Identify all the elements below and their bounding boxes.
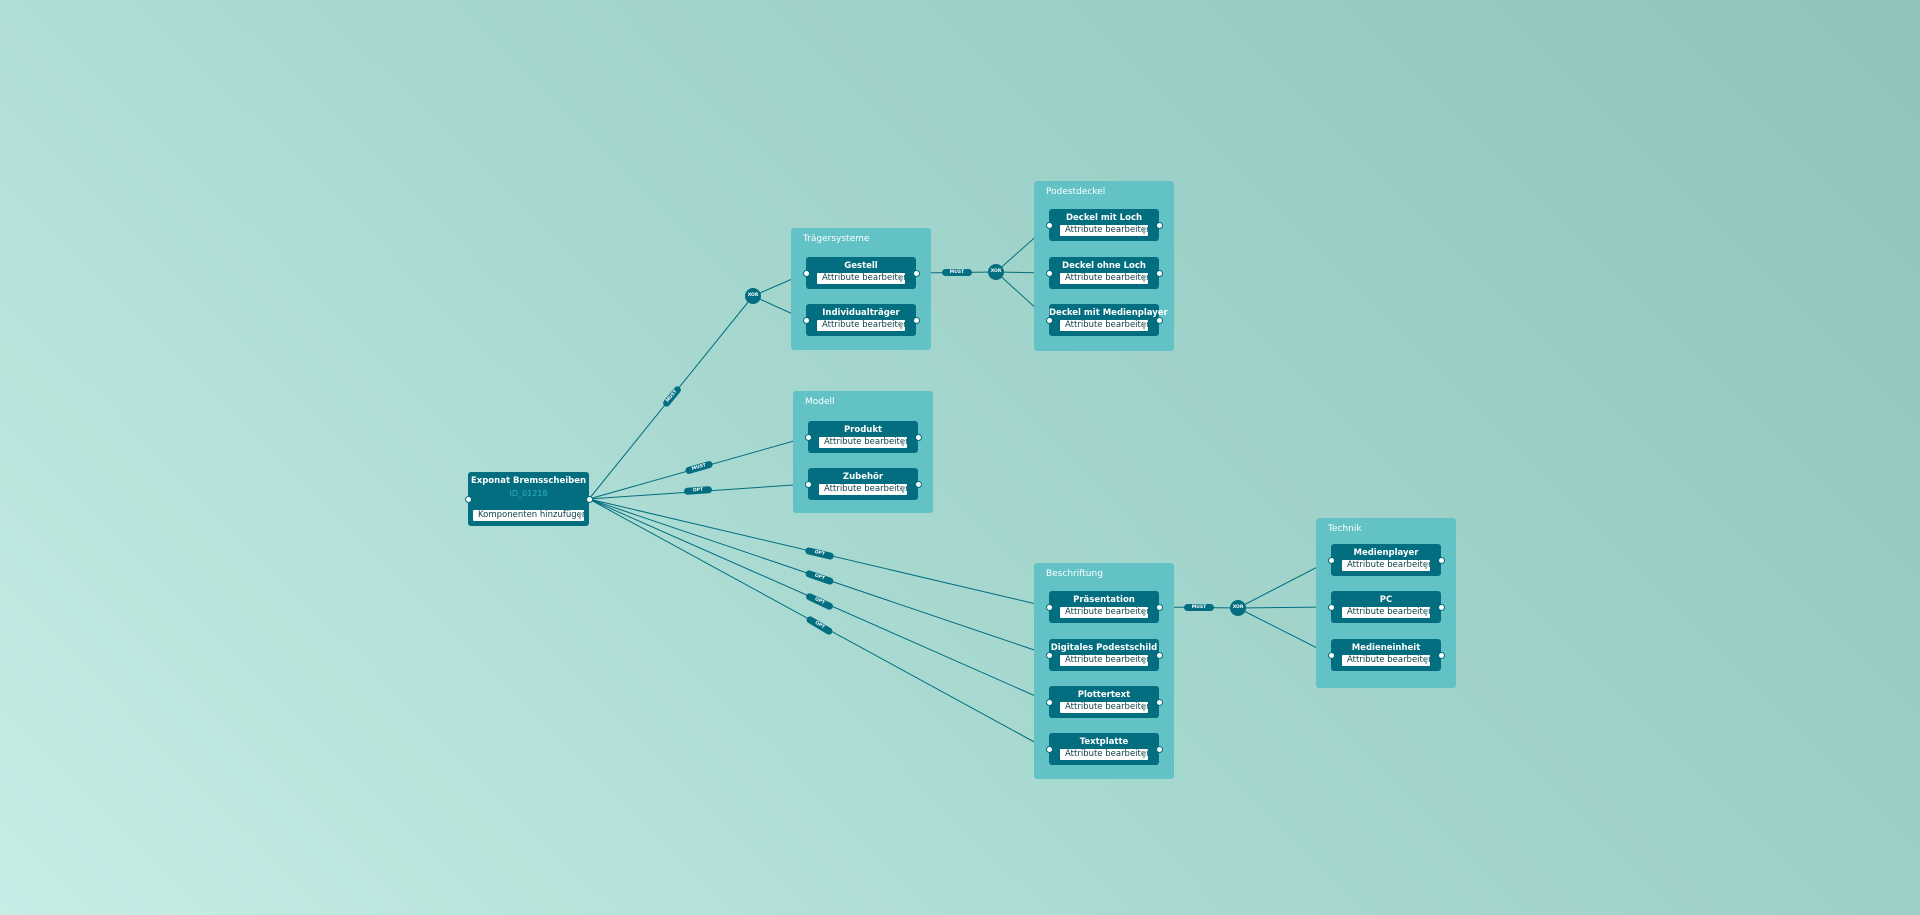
node-title: Produkt [843,425,883,435]
node-title: Gestell [844,261,878,271]
node-title: Medieneinheit [1351,643,1421,653]
port-left[interactable] [802,316,810,324]
port-right[interactable] [1155,745,1163,753]
port-left[interactable] [1327,651,1335,659]
node-zubehoer[interactable]: Zubehör Attribute bearbeiten [804,468,922,500]
node-digitales-podestschild[interactable]: Digitales Podestschild Attribute bearbei… [1045,639,1163,671]
edit-attributes-button[interactable]: Attribute bearbeiten [1342,655,1430,666]
port-right[interactable] [1155,221,1163,229]
node-title: Plottertext [1077,690,1131,700]
node-title: Medienplayer [1353,548,1419,558]
edit-attributes-button[interactable]: Attribute bearbeiten [817,320,905,331]
port-left[interactable] [1045,698,1053,706]
edit-attributes-button[interactable]: Attribute bearbeiten [1060,607,1148,618]
edit-attributes-button[interactable]: Attribute bearbeiten [1060,749,1148,760]
port-left[interactable] [1045,745,1053,753]
port-left[interactable] [464,495,472,503]
port-right[interactable] [1155,316,1163,324]
node-title: Zubehör [842,472,884,482]
root-node[interactable]: Exponat Bremsscheiben ID_01218 Komponent… [464,472,593,526]
node-pc[interactable]: PC Attribute bearbeiten [1327,591,1445,623]
port-left[interactable] [1045,651,1053,659]
node-title: PC [1379,595,1393,605]
edit-attributes-button[interactable]: Attribute bearbeiten [1342,560,1430,571]
edit-attributes-button[interactable]: Attribute bearbeiten [1060,655,1148,666]
node-textplatte[interactable]: Textplatte Attribute bearbeiten [1045,733,1163,765]
node-deckel-ohne-loch[interactable]: Deckel ohne Loch Attribute bearbeiten [1045,257,1163,289]
port-right[interactable] [1437,651,1445,659]
node-individualtraeger[interactable]: Individualträger Attribute bearbeiten [802,304,920,336]
port-right[interactable] [914,480,922,488]
node-medieneinheit[interactable]: Medieneinheit Attribute bearbeiten [1327,639,1445,671]
edit-attributes-button[interactable]: Attribute bearbeiten [819,484,907,495]
node-title: Präsentation [1073,595,1135,605]
edit-attributes-button[interactable]: Attribute bearbeiten [1060,320,1148,331]
edit-attributes-button[interactable]: Attribute bearbeiten [817,273,905,284]
port-right[interactable] [1155,698,1163,706]
group-title: Technik [1328,524,1362,534]
port-right[interactable] [914,433,922,441]
port-right[interactable] [1155,651,1163,659]
node-plottertext[interactable]: Plottertext Attribute bearbeiten [1045,686,1163,718]
node-title: Individualträger [822,308,900,318]
node-praesentation[interactable]: Präsentation Attribute bearbeiten [1045,591,1163,623]
edit-attributes-button[interactable]: Attribute bearbeiten [1060,225,1148,236]
node-deckel-mit-medienplayer[interactable]: Deckel mit Medienplayer Attribute bearbe… [1045,304,1168,336]
group-title: Beschriftung [1046,569,1103,579]
port-right[interactable] [585,495,593,503]
edge-label-must: MUST [1184,604,1214,611]
node-title: Deckel ohne Loch [1062,261,1146,271]
port-right[interactable] [1437,556,1445,564]
node-gestell[interactable]: Gestell Attribute bearbeiten [802,257,920,289]
port-left[interactable] [804,433,812,441]
port-left[interactable] [1327,556,1335,564]
port-right[interactable] [1437,603,1445,611]
edge-label-must: MUST [942,269,972,276]
edit-attributes-button[interactable]: Attribute bearbeiten [1060,273,1148,284]
node-title: Deckel mit Medienplayer [1049,308,1168,318]
edit-attributes-button[interactable]: Attribute bearbeiten [819,437,907,448]
xor-node-podestdeckel[interactable]: XOR [988,264,1004,280]
port-right[interactable] [912,316,920,324]
xor-node-traegersysteme[interactable]: XOR [745,288,761,304]
root-node-title: Exponat Bremsscheiben [470,476,587,486]
port-left[interactable] [802,269,810,277]
node-produkt[interactable]: Produkt Attribute bearbeiten [804,421,922,453]
edit-attributes-button[interactable]: Attribute bearbeiten [1060,702,1148,713]
port-left[interactable] [1045,603,1053,611]
add-components-button[interactable]: Komponenten hinzufügen [473,510,584,521]
group-title: Podestdeckel [1046,187,1106,197]
port-right[interactable] [1155,269,1163,277]
node-title: Deckel mit Loch [1065,213,1143,223]
group-title: Trägersysteme [803,234,870,244]
xor-node-technik[interactable]: XOR [1230,600,1246,616]
root-node-id: ID_01218 [509,489,548,498]
port-right[interactable] [912,269,920,277]
port-left[interactable] [804,480,812,488]
node-title: Digitales Podestschild [1050,643,1158,653]
node-deckel-mit-loch[interactable]: Deckel mit Loch Attribute bearbeiten [1045,209,1163,241]
group-title: Modell [805,397,835,407]
port-left[interactable] [1327,603,1335,611]
port-left[interactable] [1045,269,1053,277]
port-left[interactable] [1045,316,1053,324]
port-right[interactable] [1155,603,1163,611]
port-left[interactable] [1045,221,1053,229]
node-medienplayer[interactable]: Medienplayer Attribute bearbeiten [1327,544,1445,576]
edit-attributes-button[interactable]: Attribute bearbeiten [1342,607,1430,618]
node-title: Textplatte [1079,737,1129,747]
